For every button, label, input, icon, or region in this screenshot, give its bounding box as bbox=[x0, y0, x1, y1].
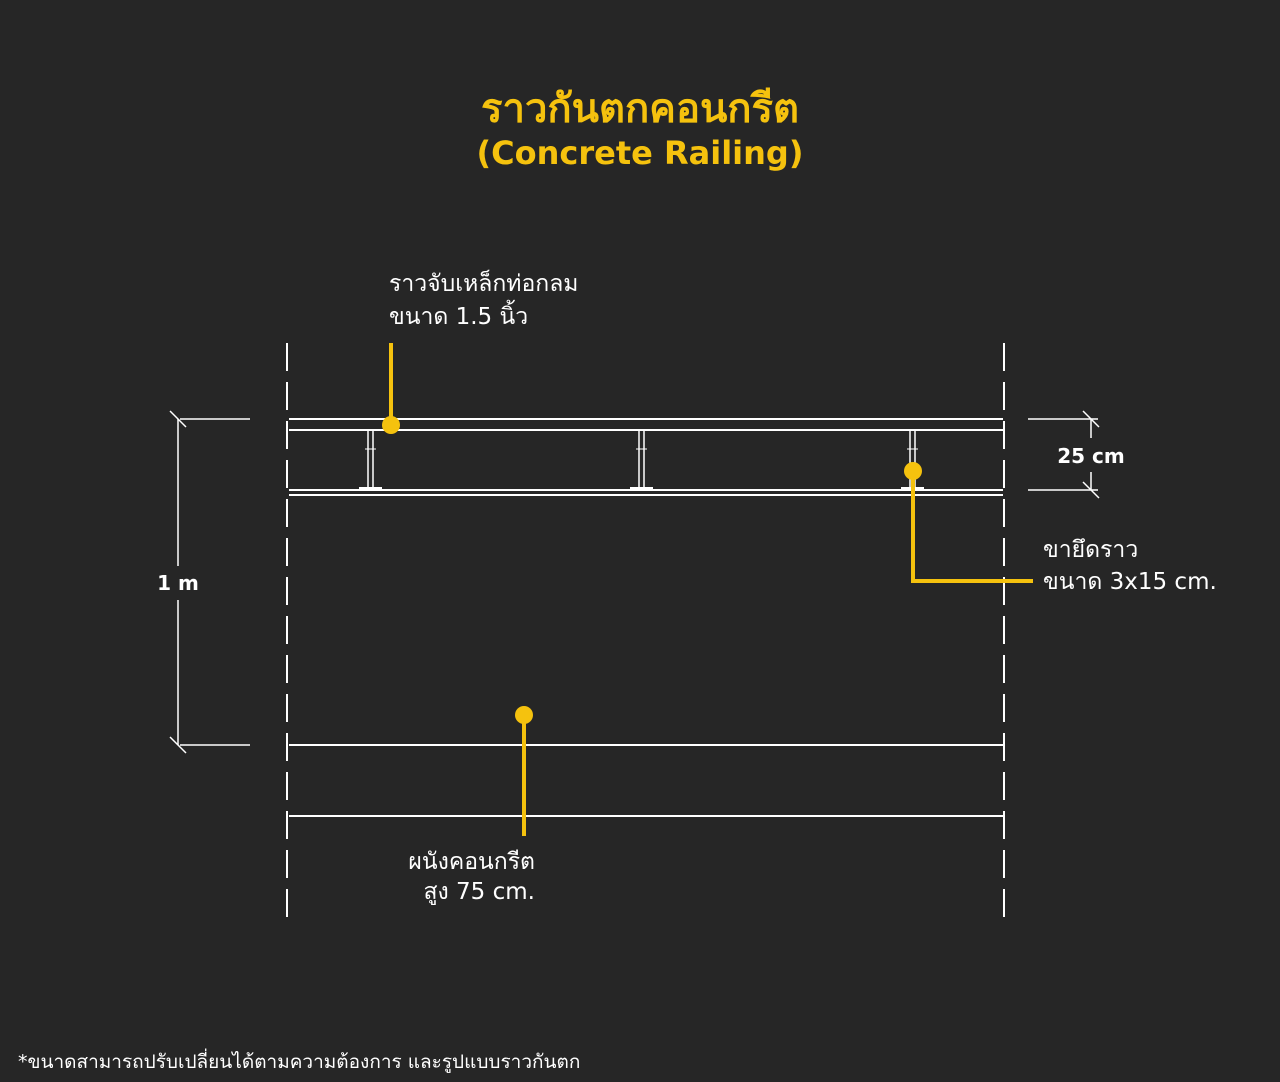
rail-gap-dimension-text: 25 cm bbox=[1057, 444, 1125, 468]
footnote: *ขนาดสามารถปรับเปลี่ยนได้ตามความต้องการ … bbox=[18, 1051, 581, 1073]
height-dimension-text: 1 m bbox=[157, 571, 199, 595]
title-thai: ราวกันตกคอนกรีต bbox=[481, 86, 799, 132]
handrail-label-line2: ขนาด 1.5 นิ้ว bbox=[389, 300, 528, 330]
bracket-label-line2: ขนาด 3x15 cm. bbox=[1043, 569, 1217, 595]
height-dimension bbox=[169, 410, 250, 754]
bracket-callout bbox=[904, 462, 1033, 583]
bracket-label-line1: ขายึดราว bbox=[1043, 537, 1138, 563]
title-english: (Concrete Railing) bbox=[476, 134, 804, 172]
rail-gap-dimension bbox=[1028, 410, 1100, 499]
wall-callout bbox=[515, 706, 533, 836]
handrail-label-line1: ราวจับเหล็กท่อกลม bbox=[389, 268, 578, 297]
rail-post bbox=[630, 431, 653, 489]
handrail-pipe bbox=[289, 418, 1003, 431]
wall-label-line2: สูง 75 cm. bbox=[423, 879, 535, 905]
rail-post bbox=[359, 431, 382, 489]
wall-bottom-lines bbox=[289, 744, 1003, 817]
handrail-callout bbox=[382, 343, 400, 434]
wall-label-line1: ผนังคอนกรีต bbox=[408, 849, 535, 875]
wall-top-line bbox=[289, 489, 1003, 496]
